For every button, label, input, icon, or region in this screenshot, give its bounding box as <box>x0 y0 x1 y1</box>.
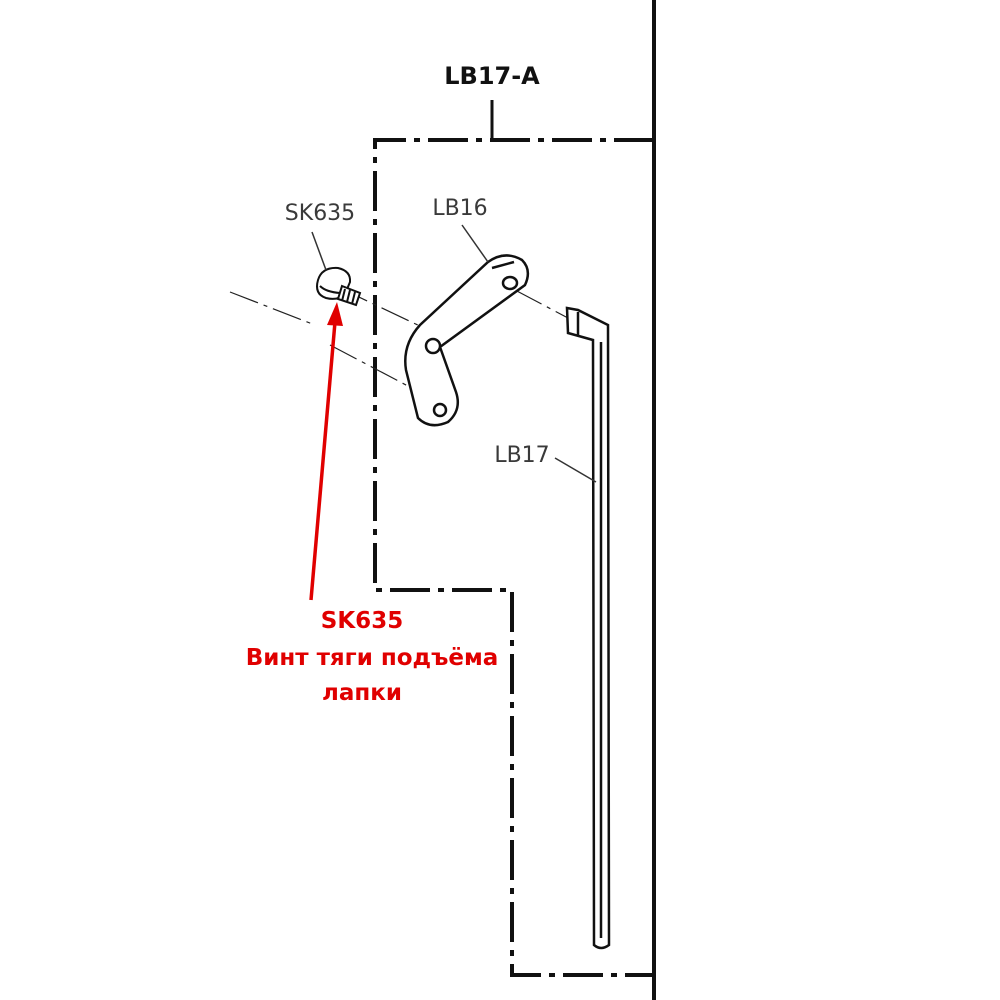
callout-text-line2: лапки <box>322 680 402 706</box>
callout-text-line1: Винт тяги подъёма <box>246 645 499 671</box>
rod-part <box>565 306 611 950</box>
link-plate-label: LB16 <box>432 196 487 221</box>
rod-label: LB17 <box>494 443 549 468</box>
assembly-outline <box>373 138 654 977</box>
screw-label: SK635 <box>285 201 355 226</box>
assembly-label: LB17-A <box>444 62 540 90</box>
link-plate-leader <box>461 224 489 263</box>
rod-leader <box>554 457 597 483</box>
link-plate-part <box>404 254 530 427</box>
callout-arrow <box>309 302 343 601</box>
screw-leader <box>311 231 327 271</box>
screw-part <box>316 266 362 307</box>
center-lines <box>229 287 569 396</box>
callout-code: SK635 <box>321 608 403 634</box>
